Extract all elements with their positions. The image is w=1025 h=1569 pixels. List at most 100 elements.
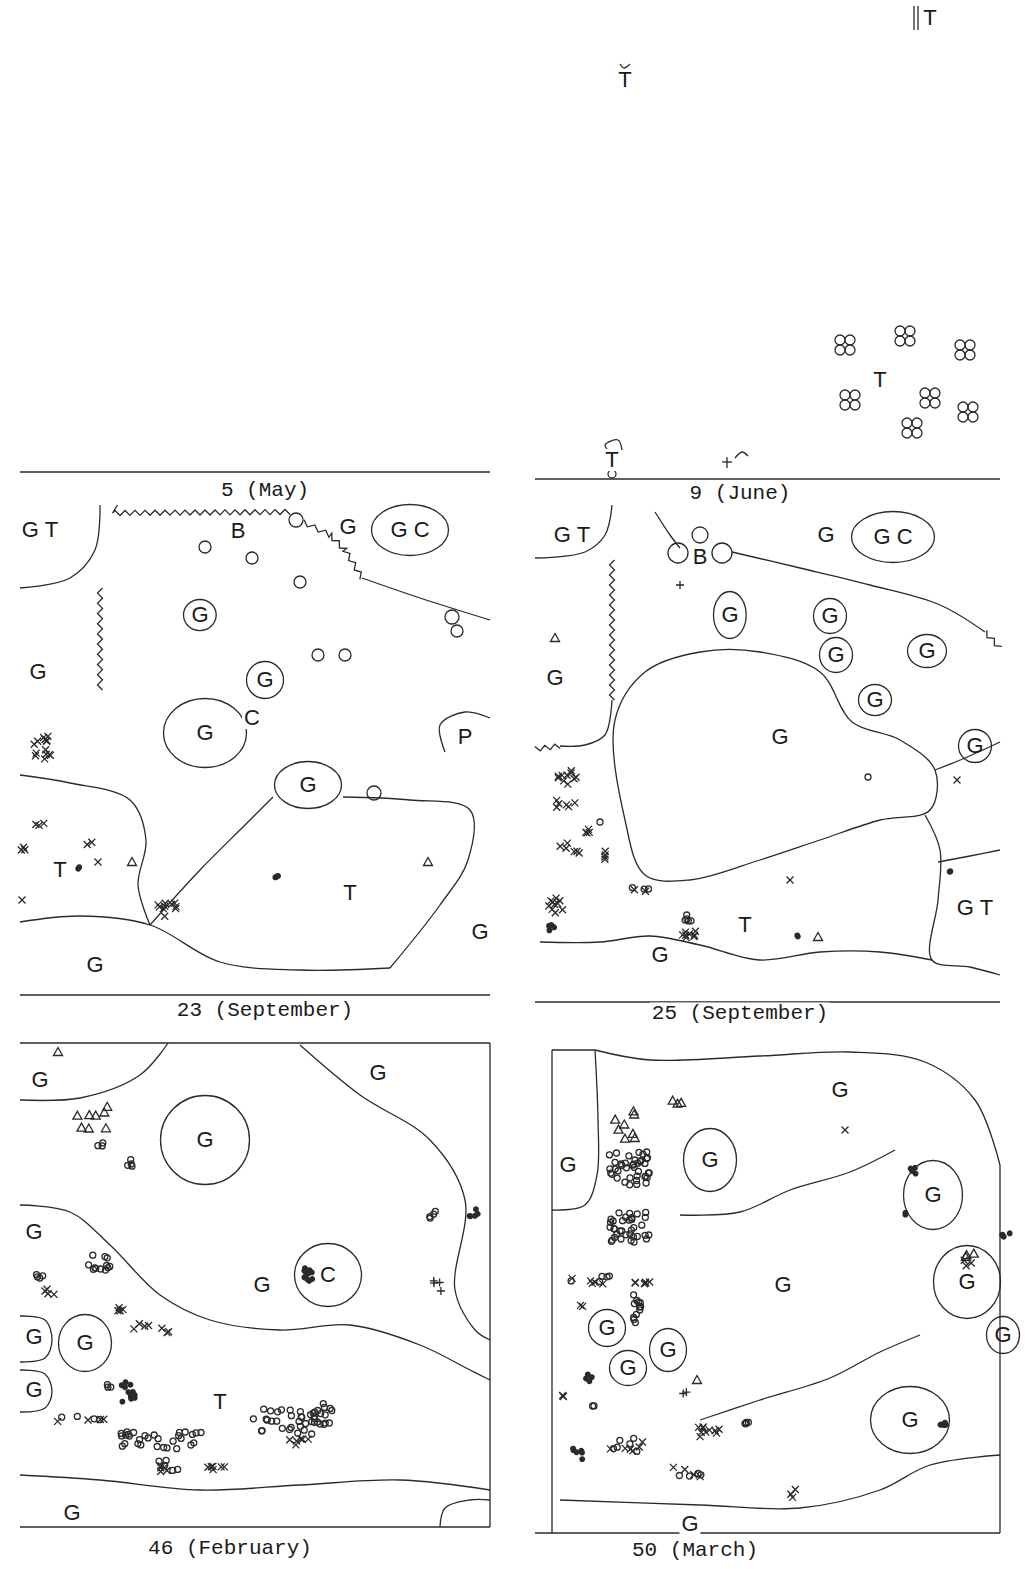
open-circle-symbol (684, 916, 690, 922)
mark-symbol (559, 906, 566, 913)
mark-symbol (117, 1307, 124, 1314)
open-circle-symbol (642, 1232, 648, 1238)
mark-symbol (713, 1430, 720, 1437)
vegetation-patch: G (818, 636, 854, 674)
plant-symbol (556, 897, 563, 904)
open-circle-symbol (189, 1431, 195, 1437)
plant-symbol (584, 1376, 589, 1381)
patch-boundary (913, 6, 914, 30)
patch-boundaries (20, 6, 1002, 1527)
letter-text: G (544, 667, 565, 689)
plant-symbol (606, 1152, 612, 1158)
vegetation-patch: G (985, 1315, 1021, 1355)
patch-outline-shape (295, 1244, 362, 1307)
letter-text: B (691, 546, 710, 568)
map-letter: T (211, 1391, 228, 1413)
plant-symbol (614, 1231, 620, 1237)
stone-circle (955, 340, 965, 350)
dot-symbol (77, 865, 82, 870)
mark-symbol (620, 1120, 629, 1128)
open-circle-symbol (174, 1446, 180, 1452)
plant-symbol (938, 1422, 943, 1427)
plant-symbol (128, 858, 137, 866)
plant-symbol (279, 1425, 285, 1431)
plant-symbol (599, 1280, 606, 1287)
dot-symbol (303, 1266, 308, 1271)
plant-symbol (274, 875, 279, 880)
open-circle-symbol (634, 1211, 640, 1217)
plant-symbol (628, 1227, 634, 1233)
stone-circle (850, 390, 860, 400)
mark-symbol (40, 820, 47, 827)
mark-symbol (630, 1110, 639, 1118)
open-circle-symbol (322, 1412, 328, 1418)
stone-circle (905, 326, 915, 336)
plant-symbol (627, 1441, 633, 1447)
open-circle-symbol (170, 1467, 176, 1473)
map-letter: G T (955, 897, 995, 919)
open-circle-symbol (102, 1254, 108, 1260)
patch-boundary (343, 797, 474, 968)
dot-symbol (552, 925, 557, 930)
stone-circle (835, 335, 845, 345)
plant-symbol (431, 1211, 437, 1217)
caption-text: 25 (September) (650, 1003, 830, 1024)
plant-symbol (639, 1222, 645, 1228)
plant-symbol (617, 1437, 623, 1443)
mark-symbol (545, 903, 552, 910)
plant-symbol (551, 901, 558, 908)
mark-symbol (601, 856, 608, 863)
plant-symbol (198, 1430, 204, 1436)
vegetation-patch: G (648, 1327, 688, 1373)
patch-letter: G (720, 604, 739, 626)
plant-symbol (154, 1444, 160, 1450)
plant-symbol (88, 839, 95, 846)
mark-symbol (585, 826, 592, 833)
plant-symbol (178, 1435, 184, 1441)
patch-letter: C (319, 1264, 337, 1286)
panel-rule (999, 1165, 1000, 1533)
panel-caption: 5 (May) (219, 480, 311, 501)
mark-symbol (128, 858, 137, 866)
dot-symbol (129, 1396, 134, 1401)
patch-boundary (732, 552, 985, 632)
plant-symbol (944, 1423, 949, 1428)
plant-symbol (627, 1182, 633, 1188)
open-circle-symbol (614, 1444, 620, 1450)
open-circle-symbol (268, 1408, 274, 1414)
mark-symbol (20, 844, 27, 851)
patch-outline-shape (372, 505, 449, 556)
mark-symbol (629, 1447, 636, 1454)
mark-symbol (702, 1429, 709, 1436)
plant-symbol (155, 1436, 161, 1442)
plant-symbol (103, 1102, 112, 1110)
mark-symbol (579, 1303, 586, 1310)
plant-symbol (611, 1115, 620, 1123)
map-letter: G (772, 1274, 793, 1296)
letter-text: G (27, 661, 48, 683)
mark-symbol (969, 1249, 978, 1257)
plant-symbol (430, 1279, 438, 1287)
open-circle-symbol (609, 1237, 615, 1243)
open-circle-symbol (616, 1210, 622, 1216)
map-letter: G (84, 954, 105, 976)
stone-circle (668, 543, 688, 563)
dot-symbol (133, 1393, 138, 1398)
plant-symbol (620, 1218, 626, 1224)
plant-symbol (629, 1447, 636, 1454)
dot-symbol (903, 1212, 908, 1217)
mark-symbol (46, 751, 53, 758)
vegetation-patch: G (57, 1313, 113, 1373)
open-circle-symbol (604, 1274, 610, 1280)
stone-circle (608, 470, 616, 478)
patch-boundary (735, 452, 748, 458)
open-circle-symbol (279, 1425, 285, 1431)
dot-symbol (580, 1457, 585, 1462)
patch-letter: G (658, 1339, 677, 1361)
stone-circle (958, 402, 968, 412)
mark-symbol (611, 1115, 620, 1123)
stone-circle (289, 513, 303, 527)
map-letter: C (242, 707, 262, 729)
stone-circles (199, 326, 978, 800)
map-letter: G (829, 1079, 850, 1101)
